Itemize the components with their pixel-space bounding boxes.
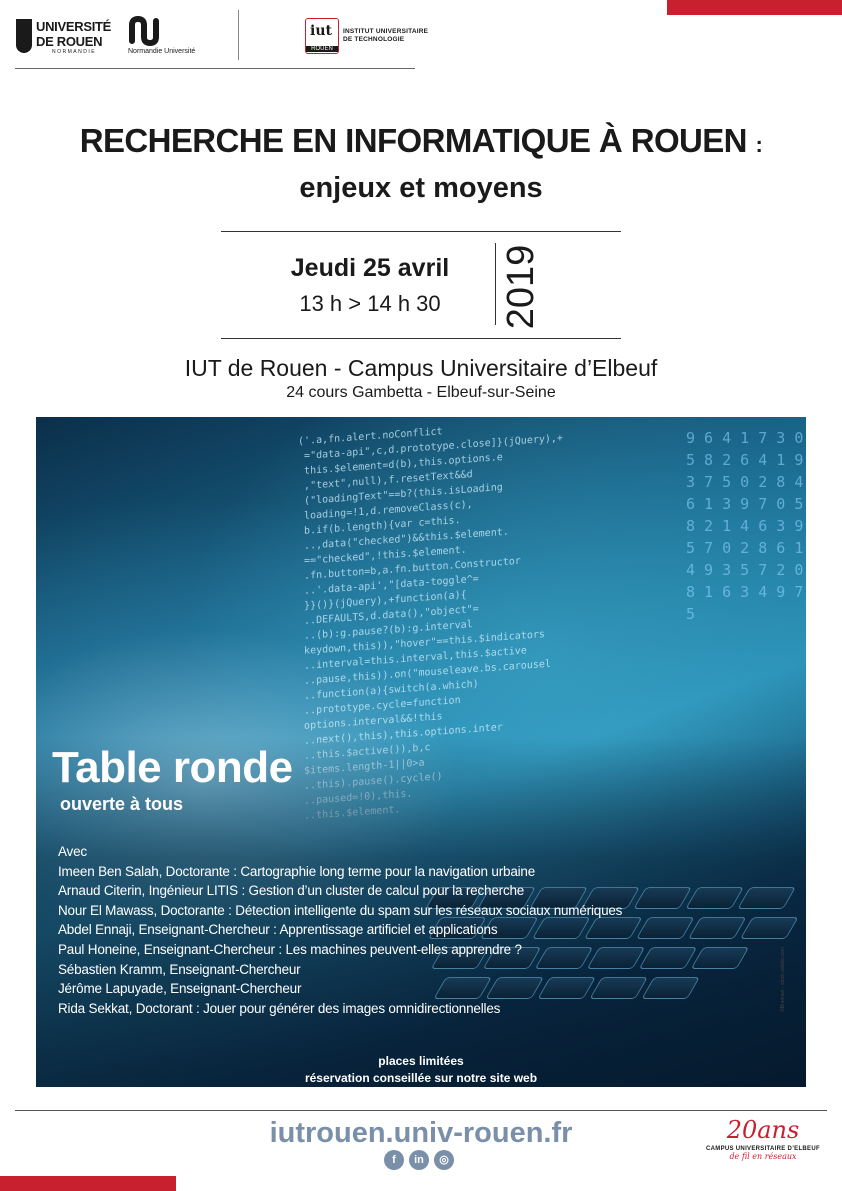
iut-logo: iut ROUEN INSTITUT UNIVERSITAIRE DE TECH… [305,18,429,56]
iut-logo-line1: INSTITUT UNIVERSITAIRE [343,28,429,35]
reservation-conseillee: réservation conseillée sur notre site we… [304,1071,538,1085]
bottom-red-bar [0,1176,176,1191]
table-ronde-title: Table ronde [52,743,293,792]
speaker-item: Jérôme Lapuyade, Enseignant-Chercheur [58,981,302,997]
anniversary-20ans: 20ans [726,1116,800,1144]
speaker-item: Paul Honeine, Enseignant-Chercheur : Les… [58,941,522,957]
main-title: RECHERCHE EN INFORMATIQUE À ROUEN : [0,122,842,160]
event-venue: IUT de Rouen - Campus Universitaire d’El… [184,355,658,381]
anniversary-campus: CAMPUS UNIVERSITAIRE D’ELBEUF [706,1146,820,1152]
linkedin-icon[interactable]: in [409,1150,429,1170]
header-separator [238,10,239,60]
universite-logo-line3: NORMANDIE [52,49,97,55]
event-address: 24 cours Gambetta - Elbeuf-sur-Seine [286,384,556,401]
photo-credit: ©Brannan - stock.adobe.com [780,947,786,1012]
date-rule-bottom [221,338,621,339]
speaker-item: Sébastien Kramm, Enseignant-Chercheur [58,961,301,977]
iut-logo-short: iut [310,23,332,39]
social-links: f in ◎ [384,1150,460,1172]
main-title-colon: : [755,132,763,157]
main-title-text: RECHERCHE EN INFORMATIQUE À ROUEN [79,122,748,159]
instagram-icon[interactable]: ◎ [434,1150,454,1170]
normandie-universite-label: Normandie Université [128,48,196,55]
anniversary-tagline: de fil en réseaux [729,1152,797,1161]
facebook-icon[interactable]: f [384,1150,404,1170]
code-keyboard-photo: ('.a,fn.alert.noConflict ="data-api",c,d… [36,417,806,1087]
speaker-list: Avec Imeen Ben Salah, Doctorante : Carto… [58,842,758,1018]
anniversary-logo: 20ans CAMPUS UNIVERSITAIRE D’ELBEUF de f… [698,1118,828,1178]
speaker-item: Arnaud Citerin, Ingénieur LITIS : Gestio… [58,883,525,899]
iut-logo-line2: DE TECHNOLOGIE [343,36,405,43]
iut-logo-box: iut ROUEN [305,18,339,54]
date-separator [495,243,496,325]
photo-digit-texture: 9 6 4 1 7 3 0 5 8 2 6 4 1 9 3 7 5 0 2 8 … [686,429,804,623]
event-date: Jeudi 25 avril [290,254,450,282]
normandie-universite-mark-icon [129,15,159,47]
speaker-item: Nour El Mawass, Doctorante : Détection i… [58,902,623,918]
reservation-note: places limitées réservation conseillée s… [36,1053,806,1087]
event-year: 2019 [500,244,542,330]
date-rule-top [221,231,621,232]
universite-logo-mark [16,19,32,53]
table-ronde-subtitle: ouverte à tous [60,794,184,814]
speaker-item: Rida Sekkat, Doctorant : Jouer pour géné… [58,1000,501,1016]
header-underline [15,68,415,69]
event-time: 13 h > 14 h 30 [299,291,441,316]
speaker-item: Imeen Ben Salah, Doctorante : Cartograph… [58,863,536,879]
universite-logo-line1: UNIVERSITÉ [36,19,112,34]
speaker-list-intro: Avec [58,844,87,859]
footer-rule [15,1110,827,1111]
photo-dark-overlay [36,737,806,1087]
top-red-bar [667,0,842,15]
iut-logo-rouen: ROUEN [306,46,338,52]
places-limitees: places limitées [378,1054,464,1068]
speaker-item: Abdel Ennaji, Enseignant-Chercheur : App… [58,922,498,938]
normandie-universite-logo: Normandie Université [128,15,198,59]
universite-logo-line2: DE ROUEN [36,34,103,49]
website-link[interactable]: iutrouen.univ-rouen.fr [269,1117,573,1149]
subtitle: enjeux et moyens [299,172,543,204]
universite-rouen-logo: UNIVERSITÉ DE ROUEN NORMANDIE [16,17,116,57]
